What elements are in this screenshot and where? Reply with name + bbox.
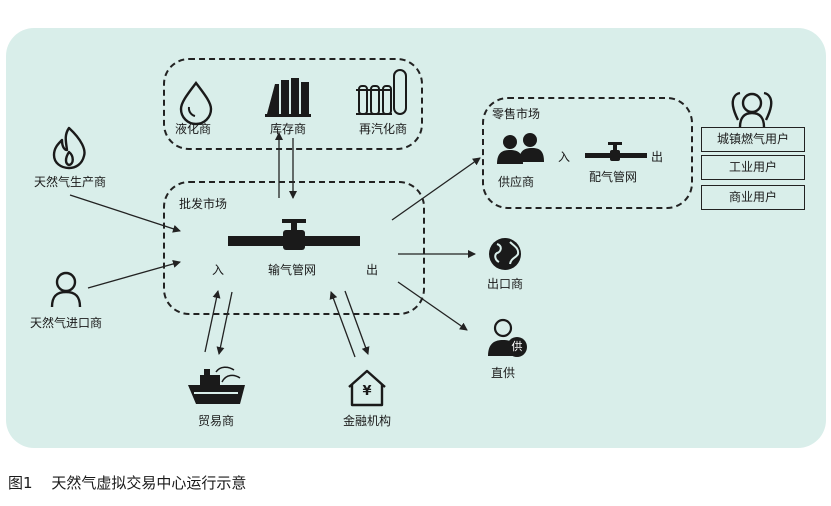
user-group-icon bbox=[731, 91, 773, 128]
user-box-urban-gas: 城镇燃气用户 bbox=[701, 127, 805, 152]
arrow-trader-down bbox=[216, 291, 233, 355]
flame-icon bbox=[52, 126, 86, 170]
retail-market-box bbox=[482, 97, 693, 209]
direct-supply-label: 直供 bbox=[490, 366, 516, 380]
arrow-trader-up bbox=[204, 290, 221, 353]
storage-tank-icon bbox=[265, 78, 311, 117]
user-box-commercial: 商业用户 bbox=[701, 185, 805, 210]
direct-supply-badge: 供 bbox=[511, 340, 523, 353]
trader-label: 贸易商 bbox=[197, 414, 235, 428]
ship-icon bbox=[188, 366, 245, 404]
exporter-label: 出口商 bbox=[486, 277, 524, 291]
figure-number: 图1 bbox=[8, 474, 33, 492]
producer-label: 天然气生产商 bbox=[33, 175, 107, 189]
arrow-finance-down bbox=[344, 290, 370, 355]
finance-label: 金融机构 bbox=[342, 414, 392, 428]
person-icon bbox=[50, 271, 82, 308]
arrow-finance-up bbox=[329, 291, 356, 358]
pipeline-label: 输气管网 bbox=[267, 263, 317, 277]
pipeline-icon bbox=[228, 219, 360, 250]
arrow-importer-to-wholesale bbox=[87, 260, 181, 289]
wholesale-market-title: 批发市场 bbox=[179, 197, 228, 211]
globe-icon bbox=[489, 238, 521, 270]
retail-market-title: 零售市场 bbox=[492, 107, 541, 121]
liquefaction-label: 液化商 bbox=[174, 122, 212, 136]
regasification-label: 再汽化商 bbox=[358, 122, 408, 136]
user-label: 商业用户 bbox=[728, 190, 777, 204]
supplier-group-icon bbox=[497, 133, 544, 164]
figure-caption: 图1 天然气虚拟交易中心运行示意 bbox=[8, 472, 246, 493]
importer-label: 天然气进口商 bbox=[29, 316, 103, 330]
user-label: 工业用户 bbox=[728, 160, 777, 174]
distribution-pipe-icon bbox=[585, 142, 647, 161]
distribution-label: 配气管网 bbox=[588, 170, 638, 184]
droplet-icon bbox=[179, 81, 213, 126]
arrow-producer-to-wholesale bbox=[69, 194, 181, 233]
supplier-label: 供应商 bbox=[497, 175, 535, 189]
diagram-background bbox=[6, 28, 826, 448]
finance-yen-symbol: ¥ bbox=[362, 384, 372, 399]
user-box-industrial: 工业用户 bbox=[701, 155, 805, 180]
arrow-wholesale-to-direct bbox=[397, 281, 468, 331]
arrow-wholesale-to-retail bbox=[391, 157, 481, 221]
wholesale-market-box bbox=[163, 181, 425, 315]
retail-out-label: 出 bbox=[651, 150, 664, 164]
wholesale-out-label: 出 bbox=[366, 263, 379, 277]
wholesale-in-label: 入 bbox=[212, 263, 225, 277]
finance-house-icon bbox=[348, 369, 386, 407]
figure-title: 天然气虚拟交易中心运行示意 bbox=[51, 474, 247, 492]
gas-cylinder-icon bbox=[356, 69, 407, 115]
direct-supply-icon bbox=[488, 318, 527, 357]
storage-label: 库存商 bbox=[269, 122, 307, 136]
retail-in-label: 入 bbox=[558, 150, 571, 164]
user-label: 城镇燃气用户 bbox=[716, 132, 789, 146]
